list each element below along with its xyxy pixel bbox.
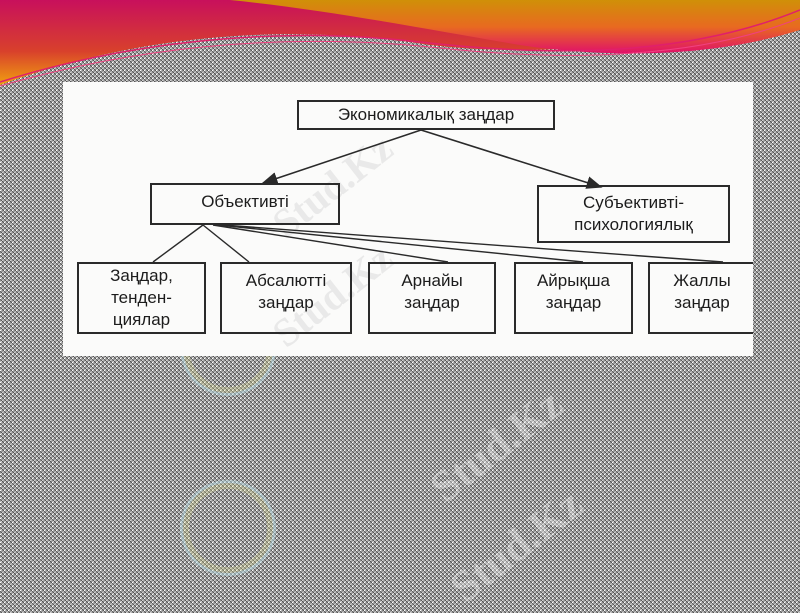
node-label-line2: заңдар <box>545 293 602 312</box>
watermark-logo-icon <box>180 480 276 576</box>
node-label-line2: тенден- <box>111 288 172 307</box>
node-objective: Объективті <box>150 183 340 225</box>
watermark-text: Stud.Kz <box>441 479 592 612</box>
root-node-label: Экономикалық заңдар <box>337 105 515 124</box>
connector-lines <box>152 129 724 263</box>
watermark-text: Stud.Kz <box>421 379 572 512</box>
node-subjective-label-line2: психологиялық <box>574 215 693 234</box>
node-subjective-psychological: Субъективті- психологиялық <box>537 185 730 243</box>
node-label-line1: Абсалютті <box>245 271 327 290</box>
node-general-laws: Жаллы заңдар <box>648 262 753 334</box>
root-node-economic-laws: Экономикалық заңдар <box>297 100 555 130</box>
node-label-line1: Заңдар, <box>110 266 173 285</box>
node-laws-tendencies: Заңдар, тенден- циялар <box>77 262 206 334</box>
header-ribbon <box>0 0 800 87</box>
node-label-line2: заңдар <box>258 293 314 312</box>
node-objective-label: Объективті <box>201 192 289 211</box>
economic-laws-diagram: Stud.Kz Stud.Kz Экономикалық заңдар Объе… <box>63 82 753 356</box>
node-label-line1: Арнайы <box>401 271 463 290</box>
node-subjective-label-line1: Субъективті- <box>582 193 684 212</box>
node-label-line3: циялар <box>112 310 171 329</box>
node-label-line2: заңдар <box>404 293 460 312</box>
node-label-line1: Жаллы <box>673 271 731 290</box>
node-specific-laws: Айрықша заңдар <box>514 262 633 334</box>
node-special-laws: Арнайы заңдар <box>368 262 496 334</box>
node-label-line1: Айрықша <box>536 271 611 290</box>
node-label-line2: заңдар <box>674 293 730 312</box>
node-absolute-laws: Абсалютті заңдар <box>220 262 352 334</box>
